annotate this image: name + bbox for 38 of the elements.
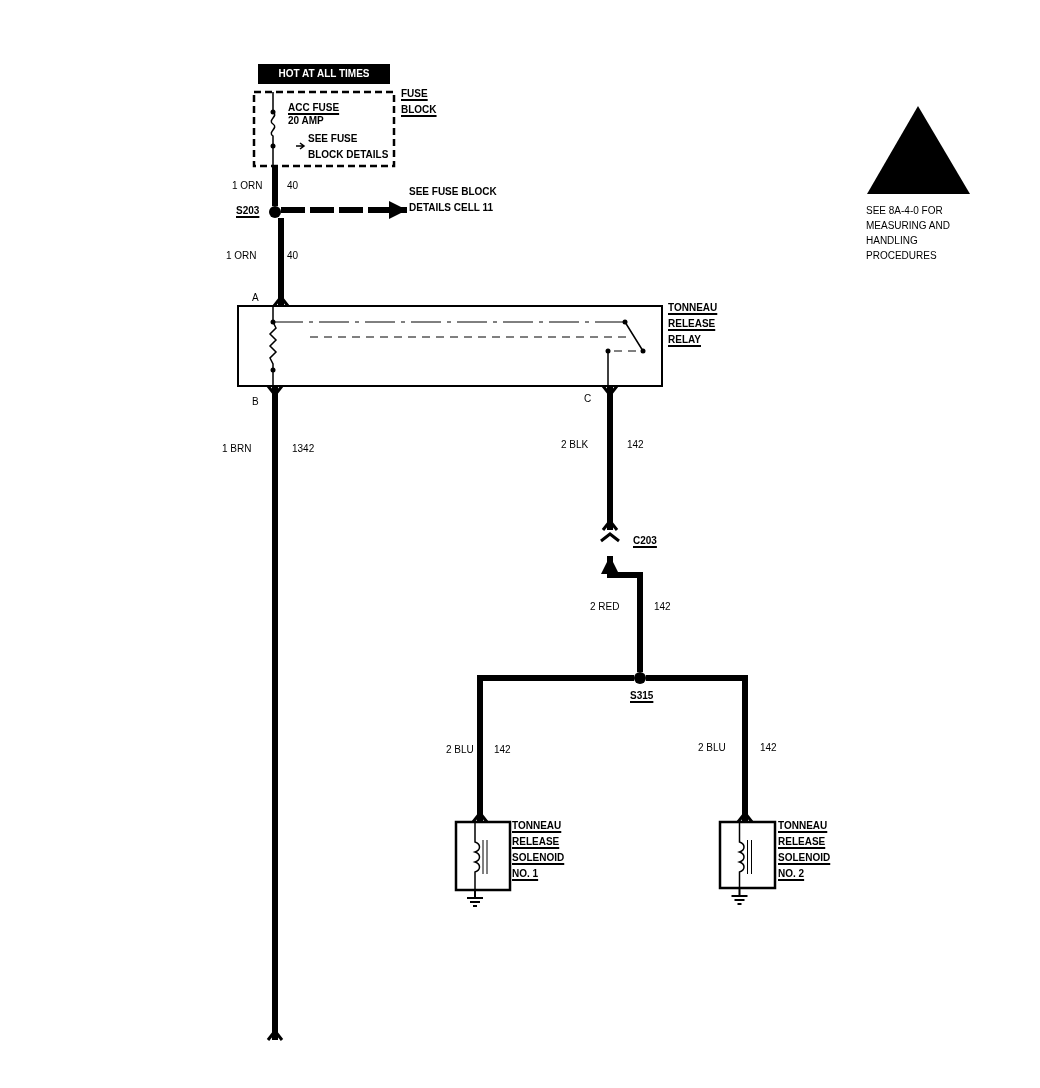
note-text: SEE 8A-4-0 FOR MEASURING AND HANDLING PROCEDURES: [866, 204, 951, 263]
component-label: TONNEAU RELEASE SOLENOID NO. 1: [512, 819, 566, 881]
splice-label: S203: [236, 204, 260, 218]
pin-letter: C: [584, 392, 592, 406]
pin-letter: A: [252, 291, 259, 305]
wire-color-label: 1 ORN: [232, 179, 263, 193]
splice-label: S315: [630, 689, 654, 703]
circuit-number: 1342: [292, 442, 315, 456]
pin-letter: B: [252, 395, 259, 409]
wire-color-label: 1 BRN: [222, 442, 252, 456]
arrow: [281, 201, 407, 219]
arrow: [266, 384, 284, 1042]
wire: [272, 166, 278, 206]
component-label: TONNEAU RELEASE SOLENOID NO. 2: [778, 819, 832, 881]
component-label: FUSE BLOCK: [401, 87, 438, 117]
wire-color-label: 2 BLU: [446, 743, 474, 757]
circuit-number: 142: [627, 438, 644, 452]
circuit-number: 142: [654, 600, 671, 614]
wire-color-label: 2 RED: [590, 600, 620, 614]
circuit-number: 142: [494, 743, 511, 757]
arrow: [471, 675, 634, 824]
arrow: [601, 556, 643, 672]
note-text: SEE FUSE BLOCK DETAILS: [308, 132, 390, 162]
wire-color-label: 1 ORN: [226, 249, 257, 263]
note-text: SEE FUSE BLOCK DETAILS CELL 11: [409, 185, 498, 215]
connector-label: C203: [633, 534, 657, 548]
component-label: TONNEAU RELEASE RELAY: [668, 301, 719, 347]
arrow: [646, 675, 754, 824]
circuit-number: 40: [287, 179, 299, 193]
wire-color-label: 2 BLK: [561, 438, 589, 452]
fuse-rating: 20 AMP: [288, 114, 325, 128]
arrow: [272, 218, 290, 308]
wire-color-label: 2 BLU: [698, 741, 726, 755]
fuse-label: ACC FUSE: [288, 101, 341, 115]
status-banner: HOT AT ALL TIMES: [258, 64, 390, 84]
arrow: [601, 384, 619, 532]
circuit-number: 40: [287, 249, 299, 263]
circuit-number: 142: [760, 741, 777, 755]
